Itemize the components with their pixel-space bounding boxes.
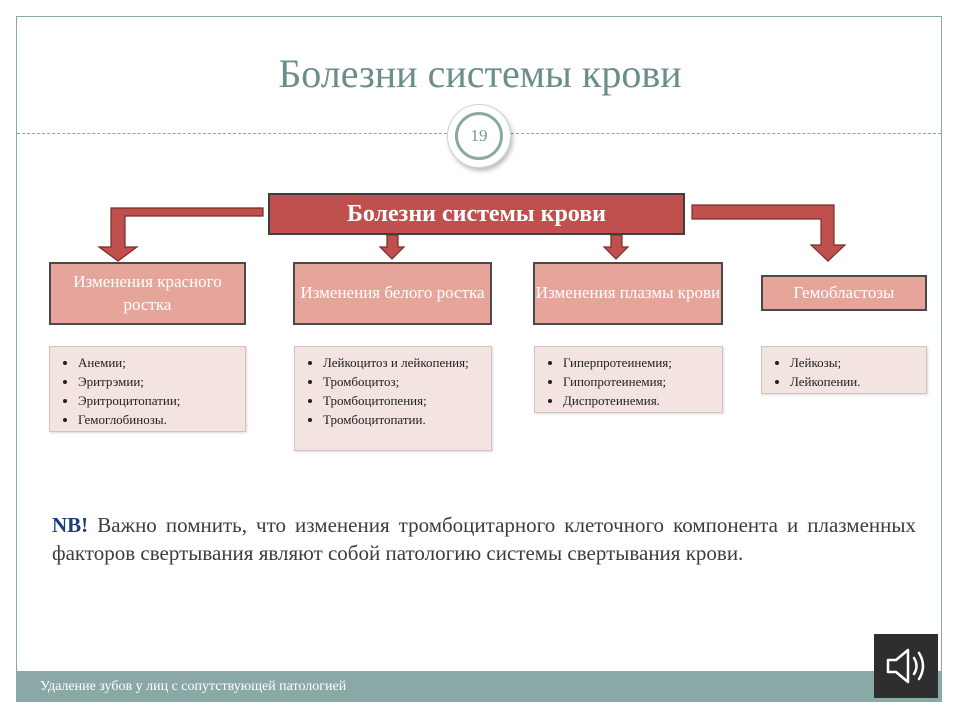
list-plasma: Гиперпротеинемия; Гипопротеинемия; Диспр… bbox=[534, 346, 723, 413]
list-item: Лейкозы; bbox=[790, 354, 920, 373]
list-item: Диспротеинемия. bbox=[563, 392, 716, 411]
list-item: Лейкопении. bbox=[790, 373, 920, 392]
list-white-sprout: Лейкоцитоз и лейкопения; Тромбоцитоз; Тр… bbox=[294, 346, 492, 451]
list-item: Гемоглобинозы. bbox=[78, 411, 239, 430]
list-item: Лейкоцитоз и лейкопения; bbox=[323, 354, 485, 373]
list-item: Анемии; bbox=[78, 354, 239, 373]
page-number: 19 bbox=[455, 112, 503, 160]
note-text: Важно помнить, что изменения тромбоцитар… bbox=[52, 513, 916, 566]
list-item: Гипопротеинемия; bbox=[563, 373, 716, 392]
note-paragraph: NB! Важно помнить, что изменения тромбоц… bbox=[52, 511, 916, 568]
speaker-icon[interactable] bbox=[874, 634, 938, 698]
list-item: Эритроцитопатии; bbox=[78, 392, 239, 411]
category-plasma: Изменения плазмы крови bbox=[533, 262, 723, 325]
list-item: Эритрэмии; bbox=[78, 373, 239, 392]
title-divider-right bbox=[511, 133, 941, 134]
list-red-sprout: Анемии; Эритрэмии; Эритроцитопатии; Гемо… bbox=[49, 346, 246, 432]
list-item: Тромбоцитоз; bbox=[323, 373, 485, 392]
list-item: Гиперпротеинемия; bbox=[563, 354, 716, 373]
list-item: Тромбоцитопатии. bbox=[323, 411, 485, 430]
slide-title: Болезни системы крови bbox=[278, 51, 682, 96]
speaker-glyph bbox=[886, 648, 925, 684]
list-item: Тромбоцитопения; bbox=[323, 392, 485, 411]
arrow-to-plasma bbox=[602, 234, 630, 260]
arrow-to-red-sprout bbox=[97, 207, 264, 262]
list-hemoblastoses: Лейкозы; Лейкопении. bbox=[761, 346, 927, 394]
note-label: NB! bbox=[52, 513, 89, 537]
title-divider-left bbox=[17, 133, 447, 134]
arrow-to-hemoblastoses bbox=[691, 204, 847, 262]
arrow-to-white-sprout bbox=[378, 234, 406, 260]
slide-frame bbox=[16, 16, 942, 702]
category-hemoblastoses: Гемобластозы bbox=[761, 275, 927, 311]
footer-text: Удаление зубов у лиц с сопутствующей пат… bbox=[40, 679, 347, 694]
root-node: Болезни системы крови bbox=[268, 193, 685, 235]
category-red-sprout: Изменения красного ростка bbox=[49, 262, 246, 325]
footer-bar bbox=[17, 671, 942, 701]
category-white-sprout: Изменения белого ростка bbox=[293, 262, 492, 325]
